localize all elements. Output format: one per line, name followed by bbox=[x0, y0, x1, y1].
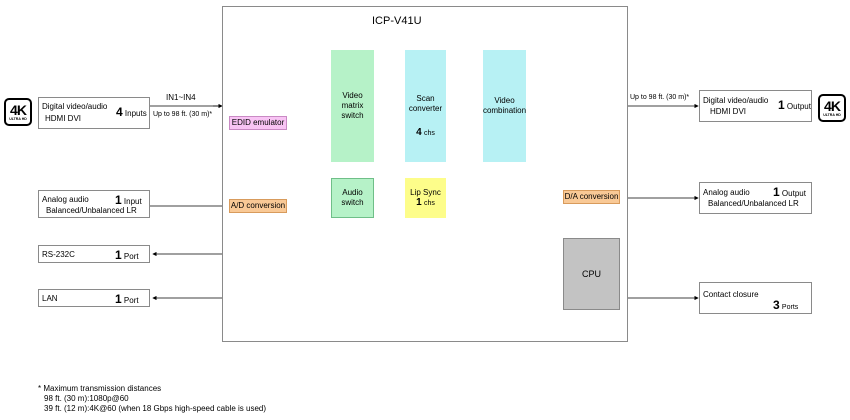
analog-input-box: Analog audio Balanced/Unbalanced LR 1 In… bbox=[38, 190, 150, 218]
analog-output-line1: Analog audio bbox=[703, 188, 750, 197]
hdmi-input-line1: Digital video/audio bbox=[42, 102, 108, 111]
analog-output-box: Analog audio Balanced/Unbalanced LR 1 Ou… bbox=[699, 182, 812, 214]
ad-conversion-label: A/D conversion bbox=[230, 201, 286, 210]
lan-count-group: 1 Port bbox=[115, 292, 139, 306]
lan-unit: Port bbox=[123, 296, 139, 305]
rs232-count-group: 1 Port bbox=[115, 248, 139, 262]
cpu-block: CPU bbox=[563, 238, 620, 310]
rs232-count: 1 bbox=[115, 248, 122, 262]
audio-switch-l1: Audio bbox=[342, 188, 363, 197]
analog-input-line2: Balanced/Unbalanced LR bbox=[46, 206, 137, 215]
hdmi-input-line2: HDMI DVI bbox=[45, 114, 81, 123]
analog-output-unit: Output bbox=[781, 189, 806, 198]
lan-label: LAN bbox=[42, 294, 58, 303]
analog-input-count: 1 bbox=[115, 193, 122, 207]
hdmi-output-count: 1 bbox=[778, 98, 785, 112]
video-combination-l1: Video bbox=[494, 96, 515, 105]
analog-output-count: 1 bbox=[773, 185, 780, 199]
hdmi-output-box: Digital video/audio HDMI DVI 1 Output bbox=[699, 90, 812, 122]
video-matrix-l2: matrix bbox=[341, 101, 364, 110]
lan-port-box: LAN 1 Port bbox=[38, 289, 150, 307]
4k-output-badge-sub: ULTRA HD bbox=[823, 113, 841, 117]
edid-emulator-block: EDID emulator bbox=[229, 116, 287, 130]
analog-input-unit: Input bbox=[123, 197, 142, 206]
footnote-line1: 98 ft. (30 m):1080p@60 bbox=[44, 394, 129, 403]
rs232-unit: Port bbox=[123, 252, 139, 261]
output-distance-label: Up to 98 ft. (30 m)* bbox=[630, 94, 690, 101]
ad-conversion-block: A/D conversion bbox=[229, 199, 287, 213]
4k-output-badge-text: 4K bbox=[824, 98, 841, 114]
hdmi-output-unit: Output bbox=[786, 102, 811, 111]
hdmi-output-count-group: 1 Output bbox=[778, 98, 811, 112]
scan-channel-count: 4 bbox=[416, 127, 422, 138]
contact-unit: Ports bbox=[781, 304, 799, 311]
4k-input-badge-text: 4K bbox=[10, 102, 27, 118]
hdmi-input-count: 4 bbox=[116, 105, 123, 119]
hdmi-output-line2: HDMI DVI bbox=[710, 107, 746, 116]
da-conversion-block: D/A conversion bbox=[563, 190, 620, 204]
lip-sync-channels: 1 chs bbox=[416, 198, 435, 208]
da-conversion-label: D/A conversion bbox=[564, 192, 619, 201]
contact-count-group: 3 Ports bbox=[773, 298, 798, 312]
analog-input-count-group: 1 Input bbox=[115, 193, 142, 207]
lip-sync-block: Lip Sync 1 chs bbox=[405, 178, 446, 218]
edid-emulator-label: EDID emulator bbox=[231, 118, 285, 127]
audio-switch-block: Audio switch bbox=[331, 178, 374, 218]
hdmi-input-unit: Inputs bbox=[124, 109, 147, 118]
contact-closure-box: Contact closure 3 Ports bbox=[699, 282, 812, 314]
video-matrix-l1: Video bbox=[342, 91, 363, 100]
footnote-line2: 39 ft. (12 m):4K@60 (when 18 Gbps high-s… bbox=[44, 404, 267, 413]
4k-input-badge-sub: ULTRA HD bbox=[9, 117, 27, 121]
video-combination-block: Video combination bbox=[483, 50, 526, 162]
input-range-label: IN1~IN4 bbox=[166, 93, 196, 102]
scan-converter-l1: Scan bbox=[416, 94, 435, 103]
rs232-label: RS-232C bbox=[42, 250, 75, 259]
lip-sync-count: 1 bbox=[416, 197, 422, 208]
rs232-port-box: RS-232C 1 Port bbox=[38, 245, 150, 263]
video-combination-l2: combination bbox=[482, 106, 527, 115]
contact-count: 3 bbox=[773, 298, 780, 312]
lan-count: 1 bbox=[115, 292, 122, 306]
4k-ultra-hd-output-icon: 4K ULTRA HD bbox=[818, 94, 846, 122]
analog-output-line2: Balanced/Unbalanced LR bbox=[708, 199, 799, 208]
lip-sync-unit: chs bbox=[423, 200, 435, 207]
analog-input-line1: Analog audio bbox=[42, 195, 89, 204]
input-distance-label: Up to 98 ft. (30 m)* bbox=[153, 111, 213, 118]
scan-converter-l2: converter bbox=[408, 104, 443, 113]
contact-closure-label: Contact closure bbox=[703, 290, 759, 299]
scan-converter-block: Scan converter 4 chs bbox=[405, 50, 446, 162]
lip-sync-label: Lip Sync bbox=[410, 188, 441, 197]
hdmi-input-box: Digital video/audio HDMI DVI 4 Inputs bbox=[38, 97, 150, 129]
analog-output-count-group: 1 Output bbox=[773, 185, 806, 199]
4k-ultra-hd-input-icon: 4K ULTRA HD bbox=[4, 98, 32, 126]
scan-channel-unit: chs bbox=[423, 130, 435, 137]
scan-channels: 4 chs bbox=[416, 128, 435, 138]
hdmi-output-line1: Digital video/audio bbox=[703, 96, 769, 105]
video-matrix-switch-block: Video matrix switch bbox=[331, 50, 374, 162]
cpu-label: CPU bbox=[581, 269, 601, 279]
footnote-title: * Maximum transmission distances bbox=[38, 384, 162, 393]
device-title: ICP-V41U bbox=[372, 15, 422, 27]
hdmi-input-count-group: 4 Inputs bbox=[116, 105, 147, 119]
audio-switch-l2: switch bbox=[341, 198, 364, 207]
video-matrix-l3: switch bbox=[341, 111, 364, 120]
